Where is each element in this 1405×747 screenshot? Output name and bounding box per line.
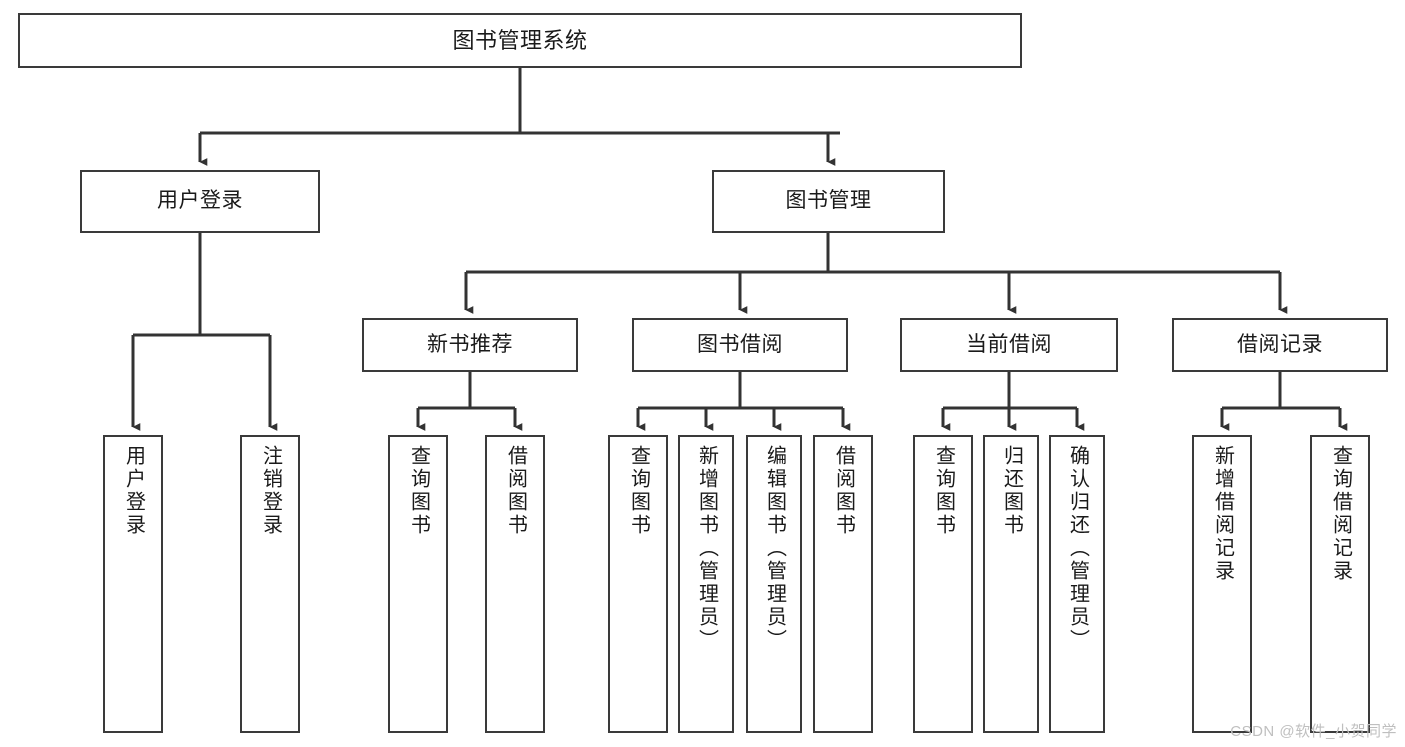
watermark-text: CSDN @软件_小贺同学 [1230,723,1397,740]
leaf-new-book-query[interactable]: 查询图书 [388,435,448,733]
node-current-borrow[interactable]: 当前借阅 [900,318,1118,372]
node-borrow-record-label: 借阅记录 [1237,332,1323,356]
leaf-book-borrow-query[interactable]: 查询图书 [608,435,668,733]
leaf-book-borrow-borrow[interactable]: 借阅图书 [813,435,873,733]
node-borrow-record[interactable]: 借阅记录 [1172,318,1388,372]
node-new-book-recommend-label: 新书推荐 [427,332,513,356]
node-book-borrow-label: 图书借阅 [697,332,783,356]
leaf-current-borrow-return[interactable]: 归还图书 [983,435,1039,733]
leaf-user-login-signin-label: 用户登录 [122,445,145,537]
node-user-login[interactable]: 用户登录 [80,170,320,233]
leaf-new-book-borrow-label: 借阅图书 [504,445,527,537]
leaf-book-borrow-edit[interactable]: 编辑图书（管理员） [746,435,802,733]
leaf-new-book-borrow[interactable]: 借阅图书 [485,435,545,733]
node-user-login-label: 用户登录 [157,189,243,213]
leaf-borrow-record-query[interactable]: 查询借阅记录 [1310,435,1370,733]
node-book-borrow[interactable]: 图书借阅 [632,318,848,372]
leaf-borrow-record-add-label: 新增借阅记录 [1211,445,1234,583]
leaf-book-borrow-add[interactable]: 新增图书（管理员） [678,435,734,733]
leaf-book-borrow-add-label: 新增图书（管理员） [695,445,718,652]
node-root-system[interactable]: 图书管理系统 [18,13,1022,68]
leaf-user-login-signin[interactable]: 用户登录 [103,435,163,733]
leaf-current-borrow-query-label: 查询图书 [932,445,955,537]
leaf-borrow-record-query-label: 查询借阅记录 [1329,445,1352,583]
node-new-book-recommend[interactable]: 新书推荐 [362,318,578,372]
node-current-borrow-label: 当前借阅 [966,332,1052,356]
leaf-current-borrow-return-label: 归还图书 [1000,445,1023,537]
leaf-book-borrow-borrow-label: 借阅图书 [832,445,855,537]
leaf-book-borrow-query-label: 查询图书 [627,445,650,537]
leaf-borrow-record-add[interactable]: 新增借阅记录 [1192,435,1252,733]
leaf-user-login-signout-label: 注销登录 [259,445,282,537]
leaf-user-login-signout[interactable]: 注销登录 [240,435,300,733]
leaf-current-borrow-confirm-label: 确认归还（管理员） [1066,445,1089,652]
leaf-current-borrow-confirm[interactable]: 确认归还（管理员） [1049,435,1105,733]
node-root-label: 图书管理系统 [452,27,588,53]
node-book-management-label: 图书管理 [785,189,872,213]
leaf-new-book-query-label: 查询图书 [407,445,430,537]
leaf-book-borrow-edit-label: 编辑图书（管理员） [763,445,786,652]
leaf-current-borrow-query[interactable]: 查询图书 [913,435,973,733]
node-book-management[interactable]: 图书管理 [712,170,945,233]
